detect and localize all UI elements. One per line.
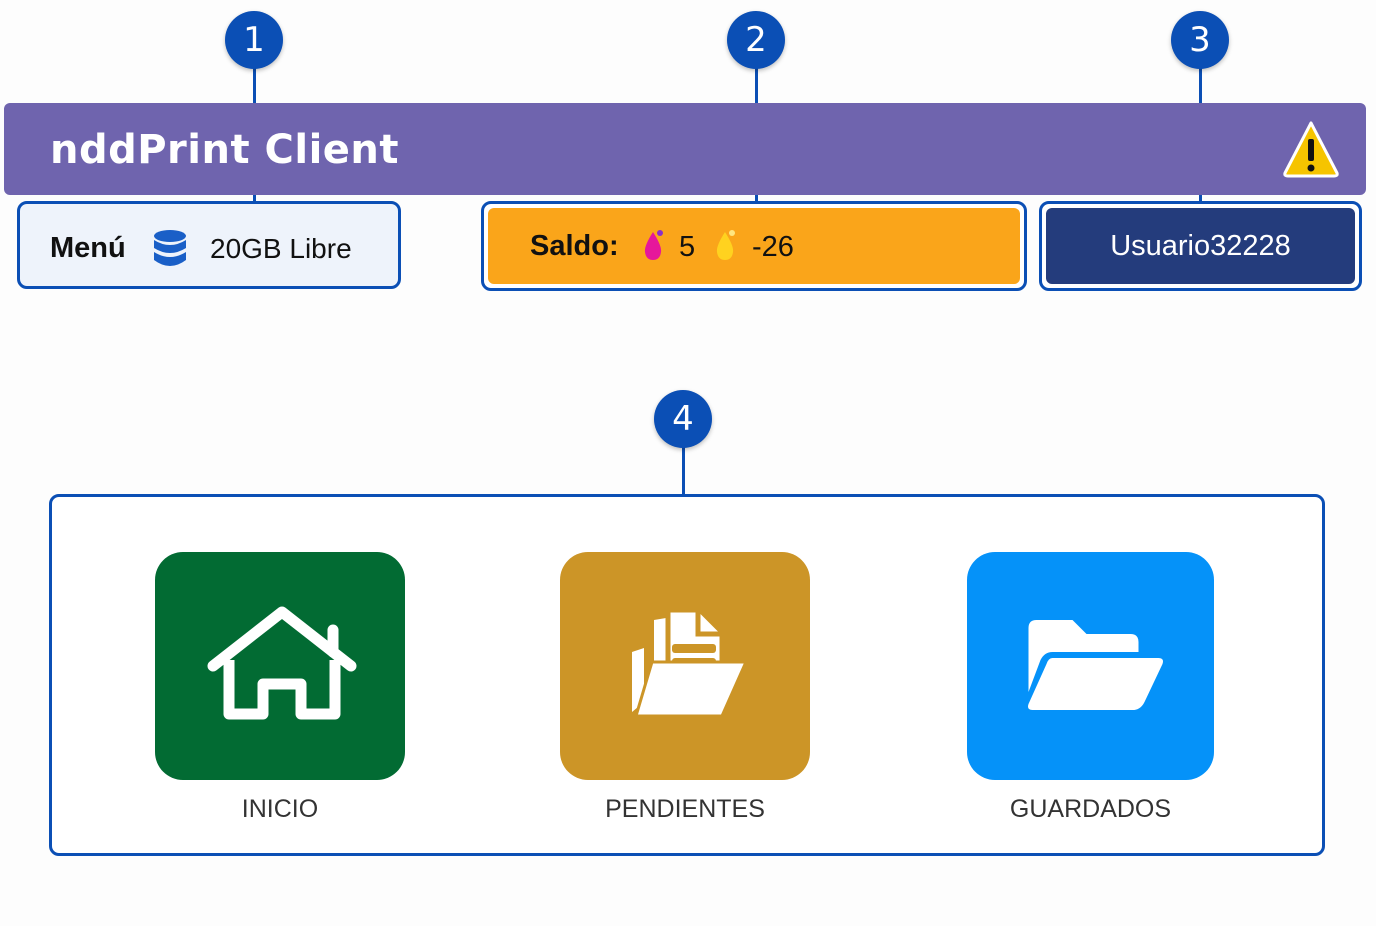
callout-badge-4: 4	[654, 390, 712, 448]
database-icon	[154, 230, 186, 266]
balance-label: Saldo:	[530, 230, 619, 262]
storage-free-text: 20GB Libre	[210, 233, 352, 264]
user-box: Usuario32228	[1039, 201, 1362, 291]
callout-badge-3: 3	[1171, 11, 1229, 69]
tile-guardados[interactable]	[967, 552, 1214, 780]
tile-pendientes[interactable]	[560, 552, 810, 780]
callout-line-4	[682, 444, 685, 494]
tile-inicio-label: INICIO	[241, 795, 319, 823]
main-tiles-panel: INICIO PENDIENTES GUARDADOS	[49, 494, 1325, 856]
home-icon	[207, 606, 357, 720]
balance-box: Saldo: 5 -26	[481, 201, 1027, 291]
warning-triangle-icon[interactable]	[1282, 119, 1340, 179]
mono-balance-value: -26	[752, 231, 794, 263]
callout-badge-1: 1	[225, 11, 283, 69]
menu-storage-box[interactable]: Menú 20GB Libre	[17, 201, 401, 289]
menu-label: Menú	[50, 232, 126, 264]
pending-documents-icon	[632, 607, 749, 718]
tile-guardados-label: GUARDADOS	[1009, 795, 1172, 823]
open-folder-icon	[1028, 620, 1163, 710]
balance-panel: Saldo: 5 -26	[488, 208, 1020, 284]
tile-inicio[interactable]	[155, 552, 405, 780]
yellow-drop-icon	[716, 230, 735, 260]
app-header: nddPrint Client	[4, 103, 1366, 195]
callout-badge-2: 2	[727, 11, 785, 69]
magenta-drop-icon	[644, 230, 663, 260]
color-balance-value: 5	[679, 231, 696, 263]
tile-pendientes-label: PENDIENTES	[605, 795, 765, 823]
app-title: nddPrint Client	[50, 127, 400, 173]
username-button[interactable]: Usuario32228	[1046, 208, 1355, 284]
